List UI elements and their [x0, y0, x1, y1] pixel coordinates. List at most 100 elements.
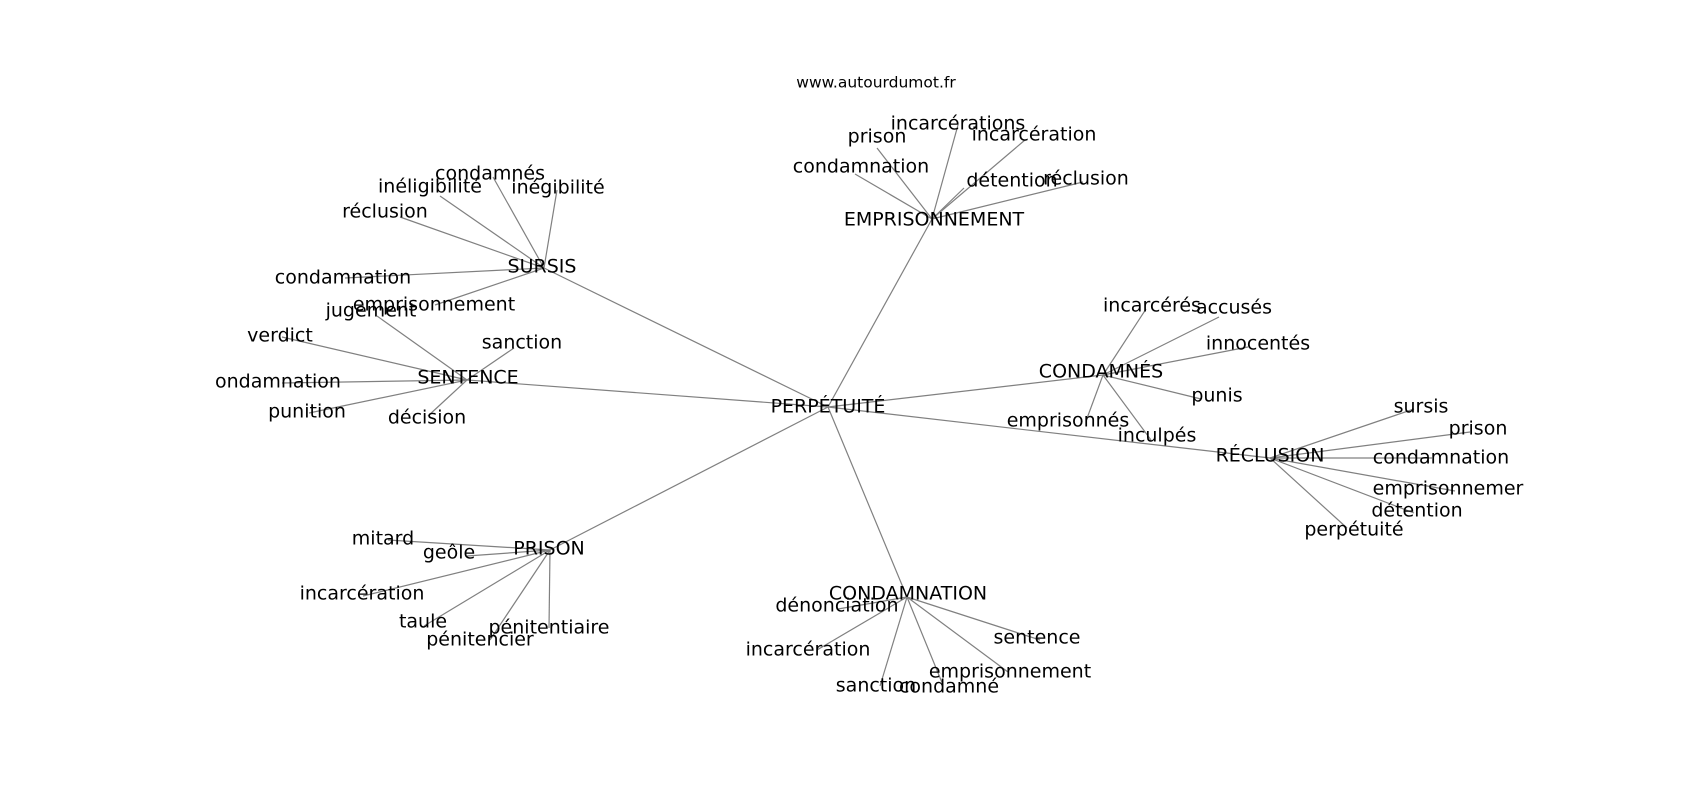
center-edge — [827, 406, 1271, 459]
leaf-edge — [1269, 457, 1415, 514]
leaf-word-label: décision — [388, 407, 466, 429]
leaf-edge — [1269, 431, 1471, 459]
leaf-word-label: inégibilité — [511, 177, 604, 199]
leaf-edge — [1269, 457, 1456, 492]
leaf-edge — [466, 347, 515, 381]
leaf-word-label: pénitentiaire — [489, 617, 610, 639]
leaf-edge — [376, 315, 468, 381]
cluster-node-label: EMPRISONNEMENT — [844, 209, 1025, 231]
cluster-node-label: CONDAMNÉS — [1039, 360, 1163, 383]
leaf-edge — [439, 195, 545, 269]
leaf-edge — [876, 147, 933, 220]
leaf-edge — [281, 379, 468, 384]
leaf-edge — [427, 379, 468, 417]
leaf-word-label: accusés — [1196, 297, 1272, 319]
leaf-edge — [1269, 457, 1348, 529]
graph-labels: www.autourdumot.fr PERPÉTUITÉ SURSIS conda… — [215, 74, 1523, 698]
leaf-edge — [344, 267, 545, 279]
leaf-edge — [931, 187, 965, 220]
leaf-word-label: condamné — [899, 676, 999, 698]
leaf-word-label: ondamnation — [215, 371, 341, 393]
leaf-word-label: condamnés — [435, 163, 545, 185]
leaf-edge — [854, 173, 933, 220]
leaf-edge — [879, 596, 908, 687]
center-edge — [827, 374, 1104, 408]
leaf-word-label: réclusion — [1043, 168, 1129, 190]
source-url: www.autourdumot.fr — [796, 74, 956, 92]
leaf-word-label: incarcérés — [1103, 295, 1201, 317]
leaf-word-label: prison — [848, 126, 907, 148]
leaf-edge — [906, 596, 944, 686]
leaf-edge — [492, 176, 545, 269]
center-edge — [827, 218, 933, 408]
leaf-word-label: pénitencier — [426, 629, 534, 651]
cluster-node-label: RÉCLUSION — [1216, 444, 1325, 467]
leaf-word-label: condamnation — [793, 156, 929, 178]
leaf-edge — [548, 549, 551, 629]
cluster-node-label: CONDAMNATION — [829, 583, 987, 605]
leaf-word-label: verdict — [247, 325, 313, 347]
leaf-word-label: jugement — [325, 300, 417, 322]
leaf-word-label: condamnation — [1373, 447, 1509, 469]
leaf-word-label: innocentés — [1206, 333, 1310, 355]
leaf-word-label: emprisonnés — [1007, 410, 1130, 432]
leaf-edge — [362, 549, 551, 597]
leaf-word-label: emprisonnement — [353, 294, 515, 316]
center-edge — [827, 406, 908, 598]
leaf-edge — [931, 139, 1026, 220]
leaf-edge — [1102, 316, 1220, 376]
leaf-edge — [466, 549, 551, 557]
leaf-word-label: incarcération — [972, 124, 1097, 146]
leaf-edge — [1269, 408, 1415, 459]
leaf-edge — [423, 549, 551, 627]
leaf-edge — [489, 549, 551, 641]
leaf-edge — [1102, 374, 1152, 441]
leaf-word-label: sanction — [836, 675, 916, 697]
leaf-edge — [1102, 374, 1202, 400]
leaf-edge — [906, 596, 1041, 641]
leaf-word-label: mitard — [352, 528, 414, 550]
cluster-node-label: SENTENCE — [417, 367, 518, 389]
leaf-edge — [1102, 308, 1147, 376]
leaf-word-label: incarcération — [746, 639, 871, 661]
leaf-edge — [387, 539, 551, 551]
leaf-edge — [837, 596, 908, 610]
leaf-word-label: sursis — [1394, 396, 1449, 418]
center-edge — [543, 267, 829, 408]
leaf-word-label: emprisonnemer — [1373, 478, 1524, 500]
leaf-word-label: perpétuité — [1304, 519, 1403, 541]
cluster-node-label: PRISON — [513, 538, 585, 560]
center-node-label: PERPÉTUITÉ — [771, 395, 886, 418]
leaf-edge — [931, 181, 1084, 220]
leaf-word-label: taule — [399, 611, 447, 633]
graph-edges — [281, 124, 1471, 687]
leaf-word-label: geôle — [423, 542, 475, 564]
leaf-edge — [1102, 346, 1249, 376]
leaf-edge — [906, 596, 1009, 673]
leaf-edge — [399, 216, 545, 269]
leaf-word-label: dénonciation — [775, 595, 898, 617]
leaf-edge — [1085, 374, 1104, 422]
leaf-word-label: inéligibilité — [378, 176, 482, 198]
leaf-word-label: condamnation — [275, 267, 411, 289]
leaf-edge — [281, 336, 468, 381]
leaf-edge — [931, 124, 959, 220]
leaf-word-label: sentence — [994, 627, 1081, 649]
leaf-edge — [816, 596, 908, 651]
leaf-word-label: inculpés — [1118, 425, 1197, 447]
leaf-word-label: incarcération — [300, 583, 425, 605]
leaf-word-label: incarcérations — [891, 113, 1026, 135]
leaf-word-label: prison — [1449, 418, 1508, 440]
leaf-word-label: réclusion — [342, 201, 428, 223]
leaf-word-label: punis — [1191, 385, 1242, 407]
center-edge — [549, 406, 829, 551]
leaf-word-label: sanction — [482, 332, 562, 354]
leaf-word-label: punition — [268, 401, 346, 423]
cluster-node-label: SURSIS — [508, 256, 577, 278]
center-edge — [466, 379, 829, 408]
leaf-edge — [308, 379, 468, 414]
leaf-edge — [543, 189, 558, 269]
leaf-word-label: détention — [966, 170, 1057, 192]
leaf-edge — [434, 267, 545, 306]
